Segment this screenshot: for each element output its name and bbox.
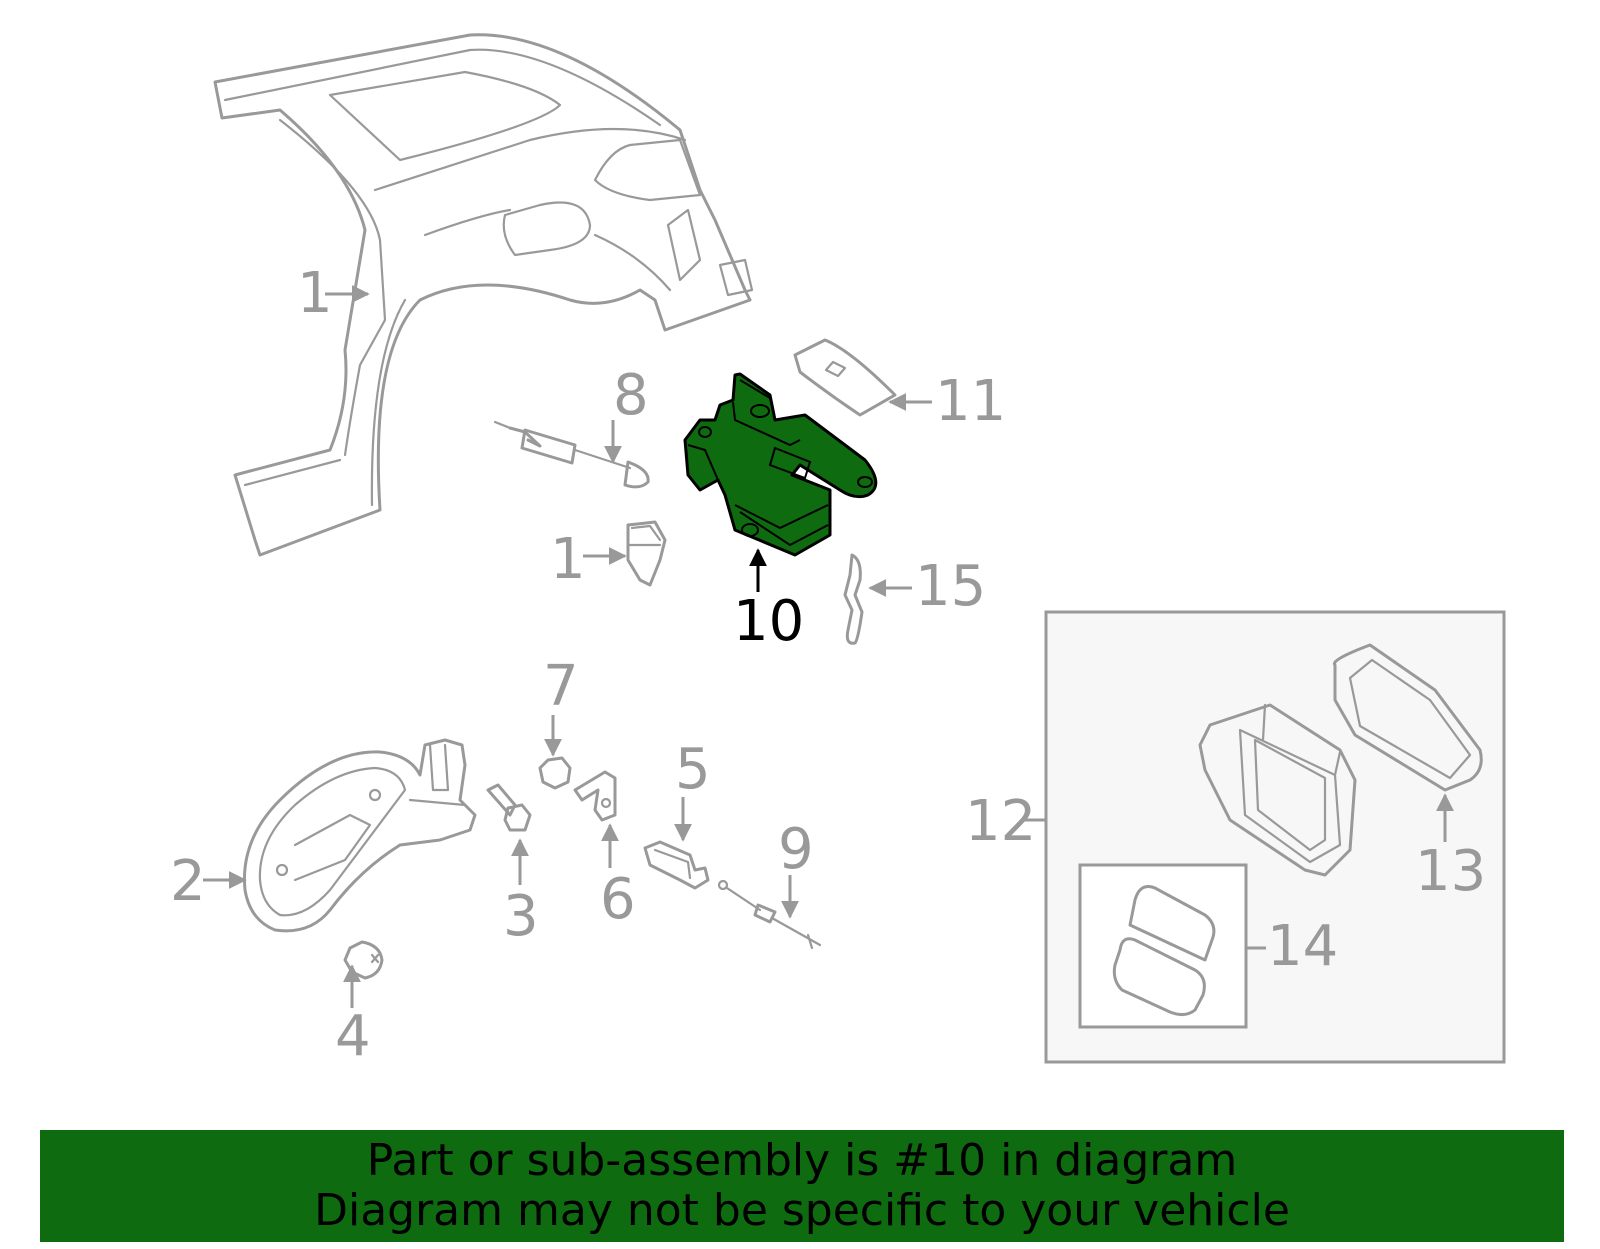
callout-10: 10 — [733, 589, 804, 654]
quarter-panel-part — [213, 33, 754, 557]
retainer-clip-part — [626, 520, 667, 587]
seal-strip-part — [843, 553, 864, 645]
housing-kit-inset — [1044, 610, 1506, 1064]
callout-11: 11 — [935, 369, 1006, 434]
pad-part — [793, 338, 897, 417]
callout-15: 15 — [915, 554, 986, 619]
leader-lines — [203, 285, 1454, 1008]
fuel-door-hinge-part — [683, 372, 878, 557]
nut-part — [538, 756, 572, 790]
callout-7: 7 — [543, 654, 579, 719]
cable-part — [717, 879, 822, 950]
actuator-part — [643, 840, 710, 890]
callout-6: 6 — [600, 867, 636, 932]
callout-1b: 1 — [550, 527, 586, 592]
fuel-door-part — [242, 738, 477, 933]
callout-5: 5 — [675, 737, 711, 802]
callout-8: 8 — [613, 363, 649, 428]
bolt-part — [486, 783, 532, 832]
callout-13: 13 — [1415, 839, 1486, 904]
disclaimer-banner: Part or sub-assembly is #10 in diagram D… — [40, 1130, 1564, 1242]
callout-14: 14 — [1267, 914, 1338, 979]
bracket-part — [573, 770, 617, 822]
callout-9: 9 — [778, 817, 814, 882]
callout-4: 4 — [335, 1004, 371, 1069]
callout-3: 3 — [503, 884, 539, 949]
banner-line-1: Part or sub-assembly is #10 in diagram — [366, 1135, 1238, 1186]
banner-line-2: Diagram may not be specific to your vehi… — [314, 1185, 1290, 1236]
bumper-part — [343, 940, 384, 980]
release-cable-part — [493, 420, 650, 489]
callout-2: 2 — [170, 849, 206, 914]
